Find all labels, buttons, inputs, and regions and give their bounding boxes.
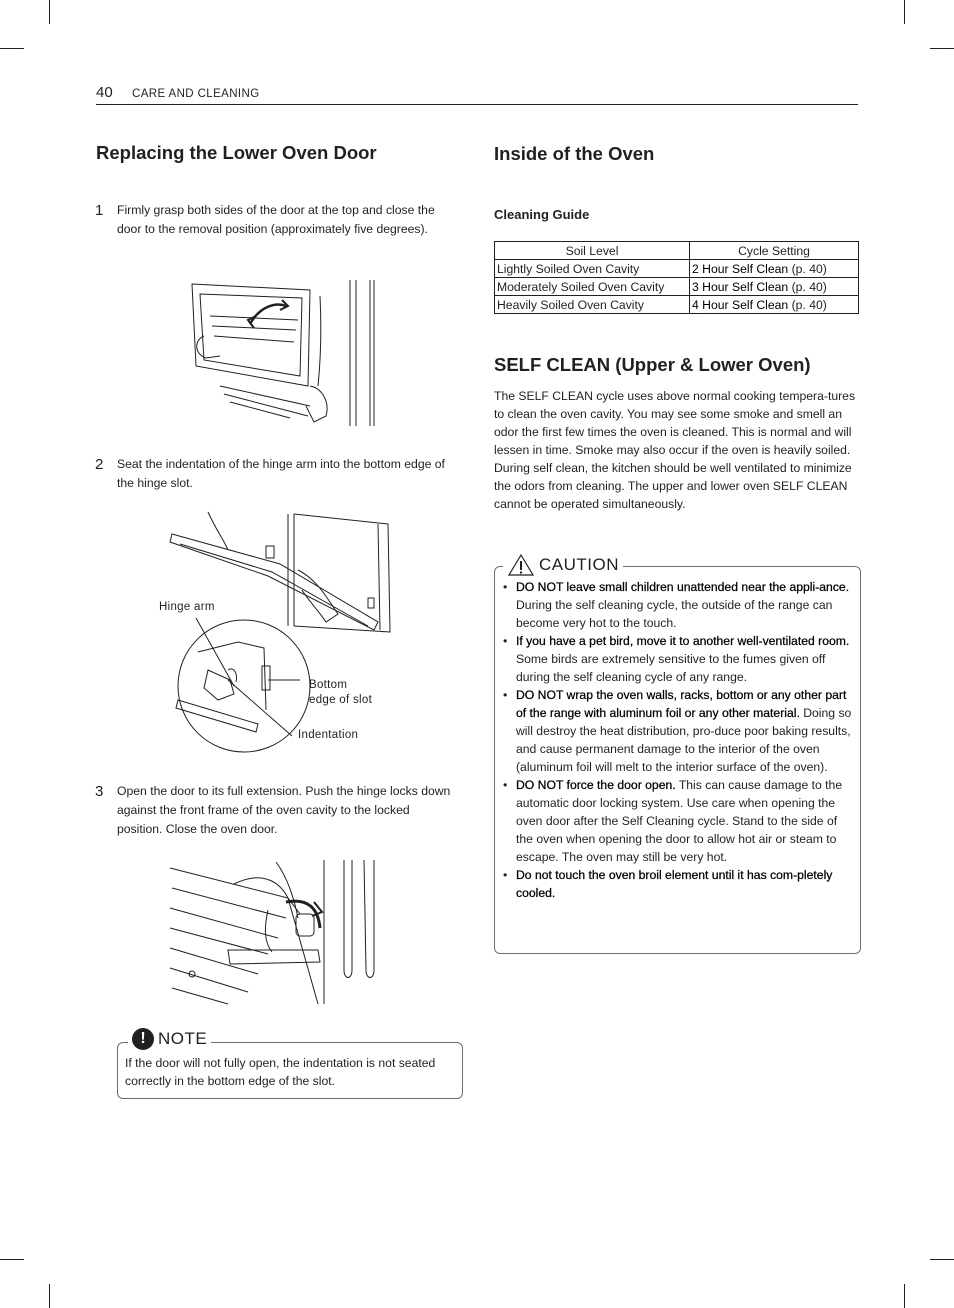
list-item: If you have a pet bird, move it to anoth… bbox=[502, 632, 852, 686]
self-clean-heading: SELF CLEAN (Upper & Lower Oven) bbox=[494, 354, 811, 375]
step-text: Seat the indentation of the hinge arm in… bbox=[117, 457, 445, 490]
page-reference: (p. 40) bbox=[788, 279, 827, 294]
caution-emphasis: DO NOT force the door open. bbox=[516, 778, 676, 792]
cycle-setting: 4 Hour Self Clean bbox=[692, 297, 789, 312]
table-header: Cycle Setting bbox=[689, 241, 859, 260]
caution-emphasis: DO NOT leave small children unattended n… bbox=[516, 580, 850, 594]
table-cell-soil: Heavily Soiled Oven Cavity bbox=[494, 295, 690, 314]
hinge-seating-illustration bbox=[168, 510, 394, 750]
crop-mark bbox=[49, 1284, 50, 1308]
section-title: CARE AND CLEANING bbox=[132, 88, 260, 100]
caution-emphasis: Do not touch the oven broil element unti… bbox=[516, 868, 833, 900]
step-number: 1 bbox=[95, 202, 104, 219]
table-row: Heavily Soiled Oven Cavity 4 Hour Self C… bbox=[494, 295, 859, 314]
crop-mark bbox=[930, 1259, 954, 1260]
table-header-row: Soil Level Cycle Setting bbox=[494, 241, 859, 260]
indentation-label: Indentation bbox=[298, 729, 359, 741]
caution-emphasis: DO NOT wrap the oven walls, racks, botto… bbox=[516, 688, 847, 720]
table-row: Lightly Soiled Oven Cavity 2 Hour Self C… bbox=[494, 259, 859, 278]
cycle-setting: 3 Hour Self Clean bbox=[692, 279, 789, 294]
caution-detail: This can cause damage to the automatic d… bbox=[516, 778, 843, 864]
table-cell-cycle: 3 Hour Self Clean (p. 40) bbox=[689, 277, 859, 296]
step-number: 2 bbox=[95, 456, 104, 473]
page-reference: (p. 40) bbox=[788, 297, 827, 312]
bottom-edge-label: Bottom bbox=[309, 679, 348, 691]
step-text: Open the door to its full extension. Pus… bbox=[117, 784, 451, 836]
list-item: Do not touch the oven broil element unti… bbox=[502, 866, 852, 902]
note-text: If the door will not fully open, the ind… bbox=[125, 1056, 436, 1088]
crop-mark bbox=[49, 0, 50, 24]
table-cell-soil: Lightly Soiled Oven Cavity bbox=[494, 259, 690, 278]
caution-detail: During the self cleaning cycle, the outs… bbox=[516, 598, 833, 630]
cycle-setting: 2 Hour Self Clean bbox=[692, 261, 789, 276]
crop-mark bbox=[0, 1259, 24, 1260]
crop-mark bbox=[0, 48, 24, 49]
self-clean-paragraph: The SELF CLEAN cycle uses above normal c… bbox=[494, 389, 856, 511]
exclamation-icon: ! bbox=[132, 1028, 154, 1050]
step-text: Firmly grasp both sides of the door at t… bbox=[117, 203, 435, 236]
note-header: ! NOTE bbox=[128, 1028, 212, 1050]
cleaning-guide-title: Cleaning Guide bbox=[494, 207, 590, 222]
crop-mark bbox=[904, 1284, 905, 1308]
table-cell-soil: Moderately Soiled Oven Cavity bbox=[494, 277, 690, 296]
caution-detail: Some birds are extremely sensitive to th… bbox=[516, 652, 826, 684]
caution-emphasis: If you have a pet bird, move it to anoth… bbox=[516, 634, 850, 648]
caution-header: CAUTION bbox=[503, 553, 623, 577]
bottom-edge-label: edge of slot bbox=[309, 694, 373, 706]
table-row: Moderately Soiled Oven Cavity 3 Hour Sel… bbox=[494, 277, 859, 296]
caution-box bbox=[494, 566, 861, 954]
cleaning-guide-table: Soil Level Cycle Setting Lightly Soiled … bbox=[494, 241, 859, 314]
page-reference: (p. 40) bbox=[788, 261, 827, 276]
door-close-illustration bbox=[190, 276, 390, 428]
caution-list: DO NOT leave small children unattended n… bbox=[502, 578, 852, 902]
table-cell-cycle: 4 Hour Self Clean (p. 40) bbox=[689, 295, 859, 314]
hinge-lock-illustration bbox=[168, 858, 390, 1008]
caution-title: CAUTION bbox=[539, 555, 619, 574]
hinge-arm-label: Hinge arm bbox=[159, 601, 215, 613]
list-item: DO NOT leave small children unattended n… bbox=[502, 578, 852, 632]
list-item: DO NOT wrap the oven walls, racks, botto… bbox=[502, 686, 852, 776]
table-cell-cycle: 2 Hour Self Clean (p. 40) bbox=[689, 259, 859, 278]
header-rule bbox=[96, 104, 858, 105]
step-number: 3 bbox=[95, 783, 104, 800]
crop-mark bbox=[904, 0, 905, 24]
caution-detail: Doing so will destroy the heat distribut… bbox=[516, 706, 852, 774]
warning-triangle-icon bbox=[507, 553, 535, 576]
left-heading: Replacing the Lower Oven Door bbox=[96, 142, 377, 163]
page-number: 40 bbox=[96, 84, 113, 101]
crop-mark bbox=[930, 48, 954, 49]
table-header: Soil Level bbox=[494, 241, 690, 260]
right-heading: Inside of the Oven bbox=[494, 143, 655, 164]
note-title: NOTE bbox=[158, 1029, 208, 1048]
note-box bbox=[117, 1042, 463, 1099]
list-item: DO NOT force the door open. This can cau… bbox=[502, 776, 852, 866]
